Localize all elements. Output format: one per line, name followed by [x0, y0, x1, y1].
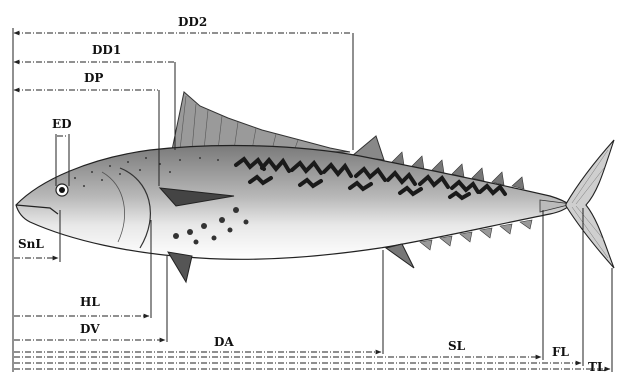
fish-illustration — [16, 92, 614, 282]
first-dorsal-fin — [172, 92, 350, 152]
da-label: DA — [214, 335, 234, 349]
caudal-fin — [566, 140, 614, 268]
snl-label: SnL — [18, 237, 44, 251]
hl-label: HL — [80, 295, 100, 309]
dd1-label: DD1 — [92, 43, 121, 57]
dd2-label: DD2 — [178, 15, 207, 29]
tl-label: TL — [588, 360, 606, 374]
ed-label: ED — [52, 117, 72, 131]
fl-label: FL — [552, 345, 570, 359]
sl-label: SL — [448, 339, 466, 353]
dp-label: DP — [84, 71, 103, 85]
fish-body — [16, 145, 570, 259]
dv-label: DV — [80, 322, 100, 336]
anal-fin — [386, 244, 414, 268]
pelvic-fin — [168, 252, 192, 282]
